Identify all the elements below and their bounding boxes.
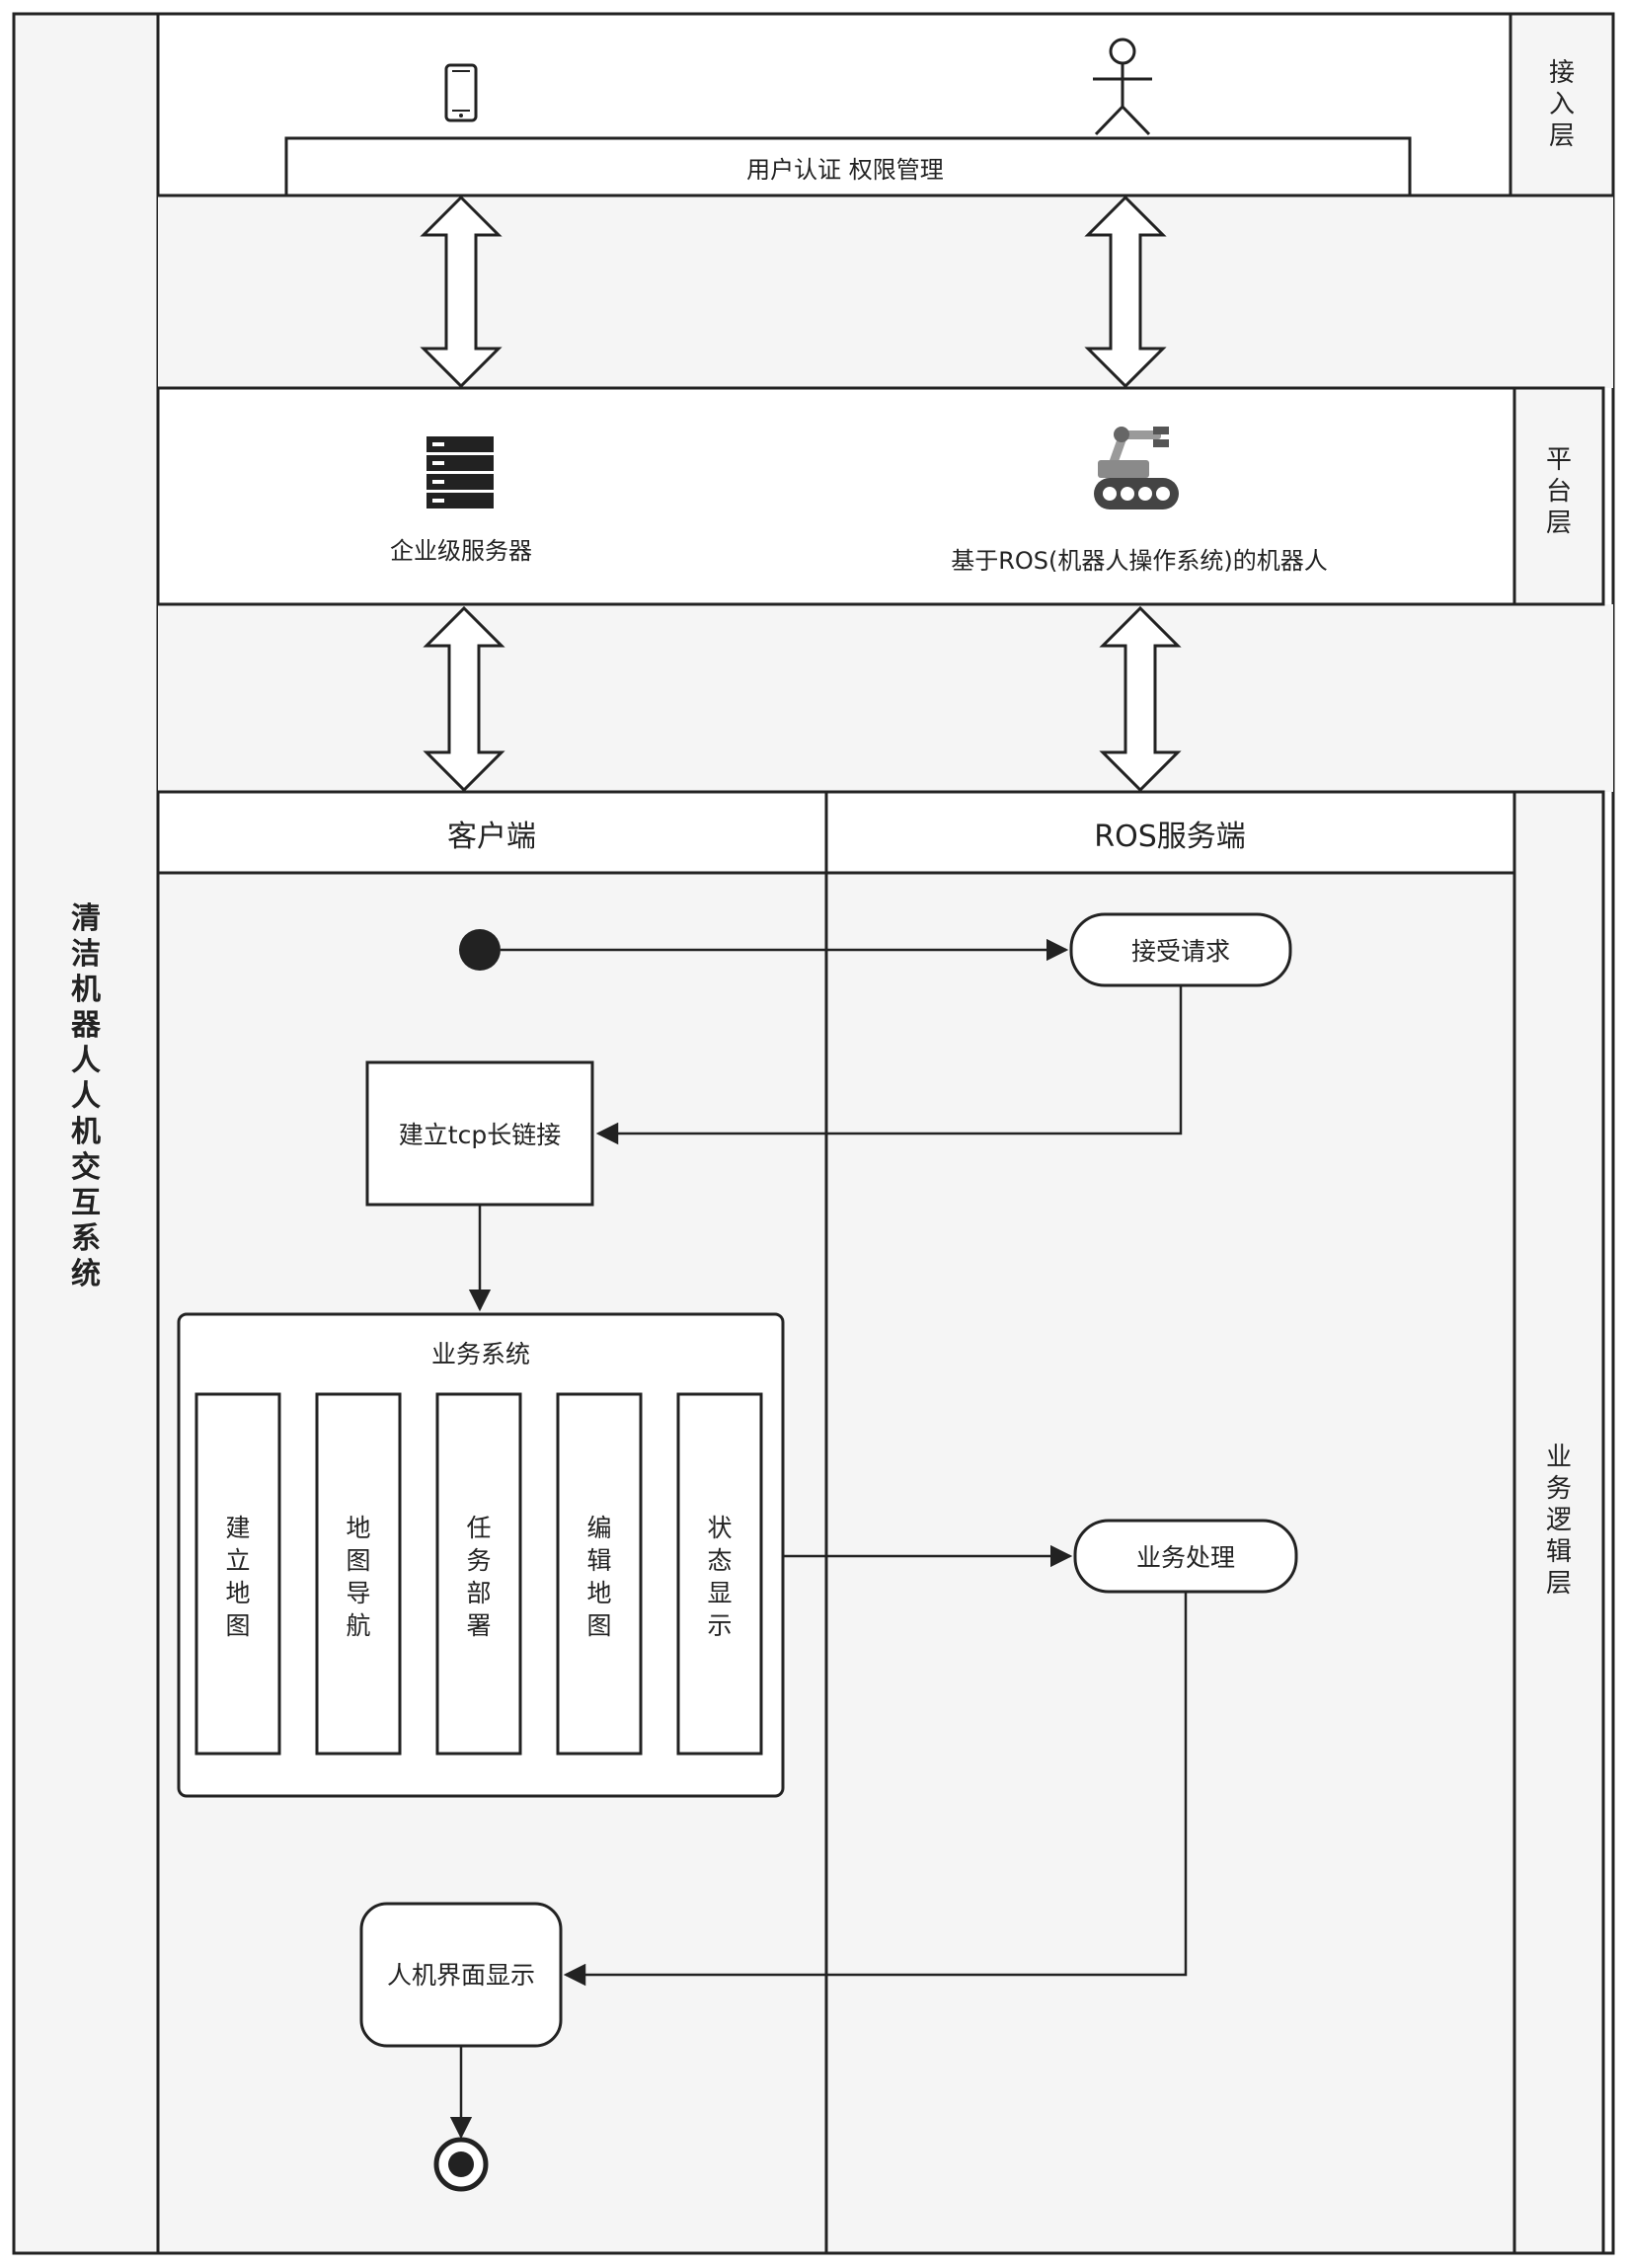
module-label: 地图导航: [346, 1514, 370, 1640]
auth-bar-label: 用户认证 权限管理: [746, 156, 944, 184]
module-box: [194, 1392, 281, 1756]
ros-server-lane-title: ROS服务端: [1094, 820, 1246, 854]
business-layer-label: 业务逻辑层: [1546, 1443, 1572, 1599]
module-box: [556, 1392, 643, 1756]
node-business-system-label: 业务系统: [431, 1340, 530, 1369]
platform-layer-label-box: [1512, 386, 1605, 606]
node-tcp-connect-label: 建立tcp长链接: [399, 1121, 561, 1149]
user-actor-icon: [1093, 38, 1152, 136]
module-box: [315, 1392, 402, 1756]
edge-accept-to-tcp: [595, 985, 1183, 1145]
module-label: 任务部署: [466, 1514, 491, 1640]
system-title: 清洁机器人人机交互系统: [70, 901, 102, 1291]
system-title-column: [12, 12, 160, 2255]
node-hmi-display-label: 人机界面显示: [387, 1961, 535, 1990]
auth-bar: [284, 136, 1412, 197]
client-lane-header: [156, 790, 828, 875]
node-tcp-connect: [365, 1060, 594, 1207]
module-label: 编辑地图: [586, 1514, 611, 1640]
server-label: 企业级服务器: [390, 537, 532, 565]
tracked-robot-arm-icon: [1094, 427, 1179, 509]
access-layer-label: 接入层: [1549, 58, 1575, 151]
start-node: [459, 929, 501, 971]
gap-band-2: [158, 604, 1613, 792]
module-label: 状态显示: [707, 1514, 732, 1640]
module-box: [435, 1392, 522, 1756]
server-rack-icon: [426, 436, 494, 508]
business-layer-label-box: [1512, 790, 1605, 2255]
node-business-handle-label: 业务处理: [1136, 1543, 1235, 1572]
access-layer-label-box: [1509, 12, 1615, 197]
business-modules: 建立地图 地图导航 任务部署 编辑地图 状态显示: [194, 1392, 763, 1756]
module-box: [676, 1392, 763, 1756]
double-arrow-server-business: [423, 605, 505, 793]
double-arrow-server-access: [420, 195, 503, 389]
gap-band-1: [158, 196, 1613, 388]
robot-label: 基于ROS(机器人操作系统)的机器人: [951, 547, 1328, 575]
double-arrow-robot-access: [1084, 195, 1167, 389]
edge-handle-to-hmi: [563, 1592, 1188, 1987]
platform-layer: [156, 386, 1516, 606]
end-node: [433, 2137, 489, 2192]
module-label: 建立地图: [225, 1514, 250, 1640]
platform-layer-label: 平台层: [1546, 445, 1572, 538]
double-arrow-robot-business: [1099, 605, 1182, 793]
client-lane-title: 客户端: [447, 820, 536, 854]
node-accept-request-label: 接受请求: [1131, 937, 1230, 966]
ros-server-lane-header: [824, 790, 1516, 875]
mobile-phone-icon: [444, 63, 478, 122]
